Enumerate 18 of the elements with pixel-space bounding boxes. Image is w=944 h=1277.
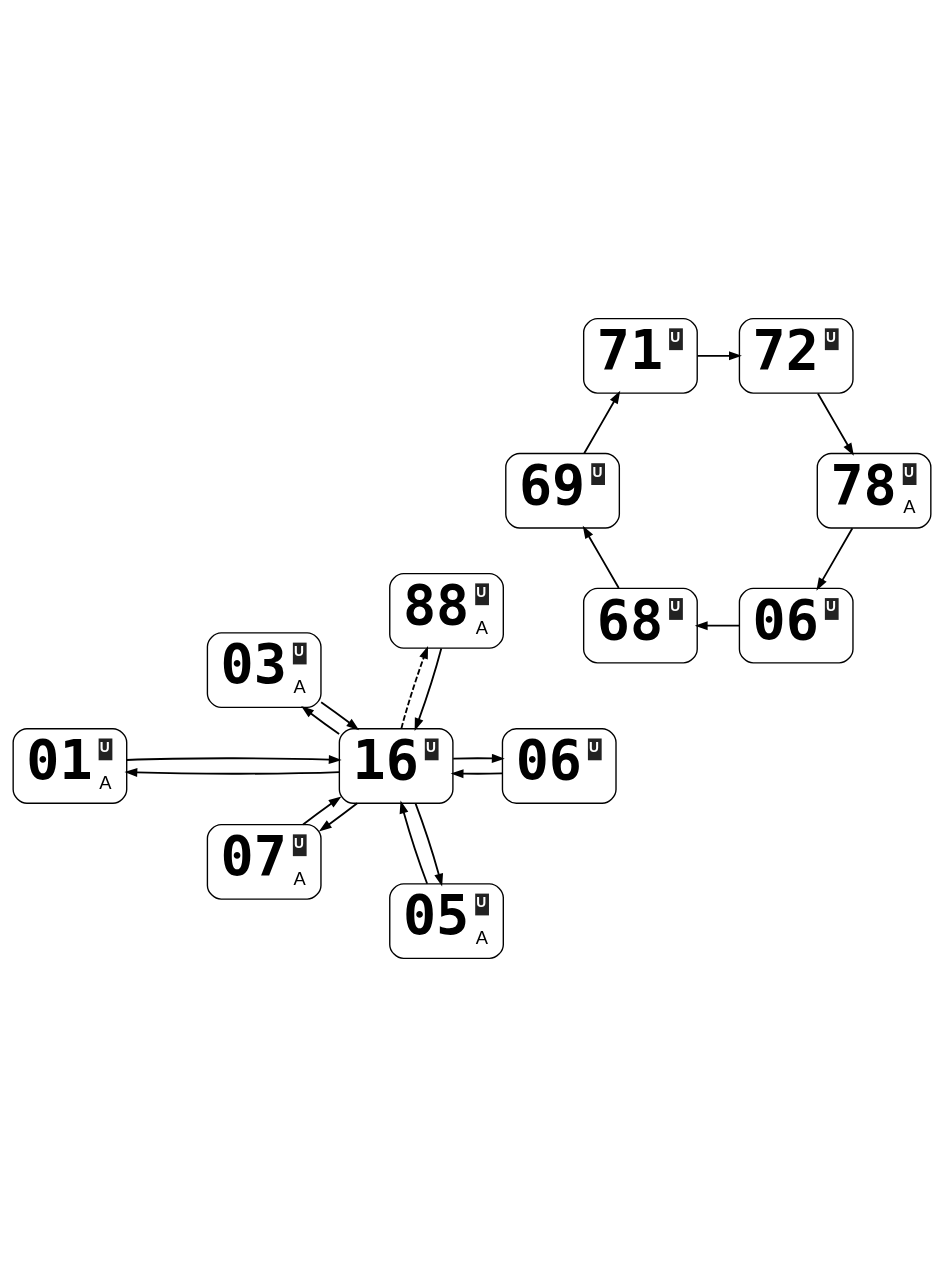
- arrow: [816, 392, 854, 456]
- arrow: [450, 769, 504, 779]
- arrow: [400, 645, 429, 730]
- arrow: [696, 351, 742, 361]
- arrow: [302, 796, 342, 826]
- arrow: [414, 802, 444, 887]
- arrow: [816, 527, 854, 591]
- arrow: [583, 390, 621, 455]
- arrow: [452, 753, 505, 763]
- arrow: [320, 701, 360, 731]
- arrow: [582, 525, 620, 589]
- arrow: [125, 755, 342, 765]
- arrow: [399, 800, 429, 885]
- arrow: [414, 647, 443, 731]
- arrow: [124, 767, 341, 777]
- arrow: [318, 802, 359, 832]
- arrow: [694, 621, 740, 631]
- arrow: [301, 705, 341, 735]
